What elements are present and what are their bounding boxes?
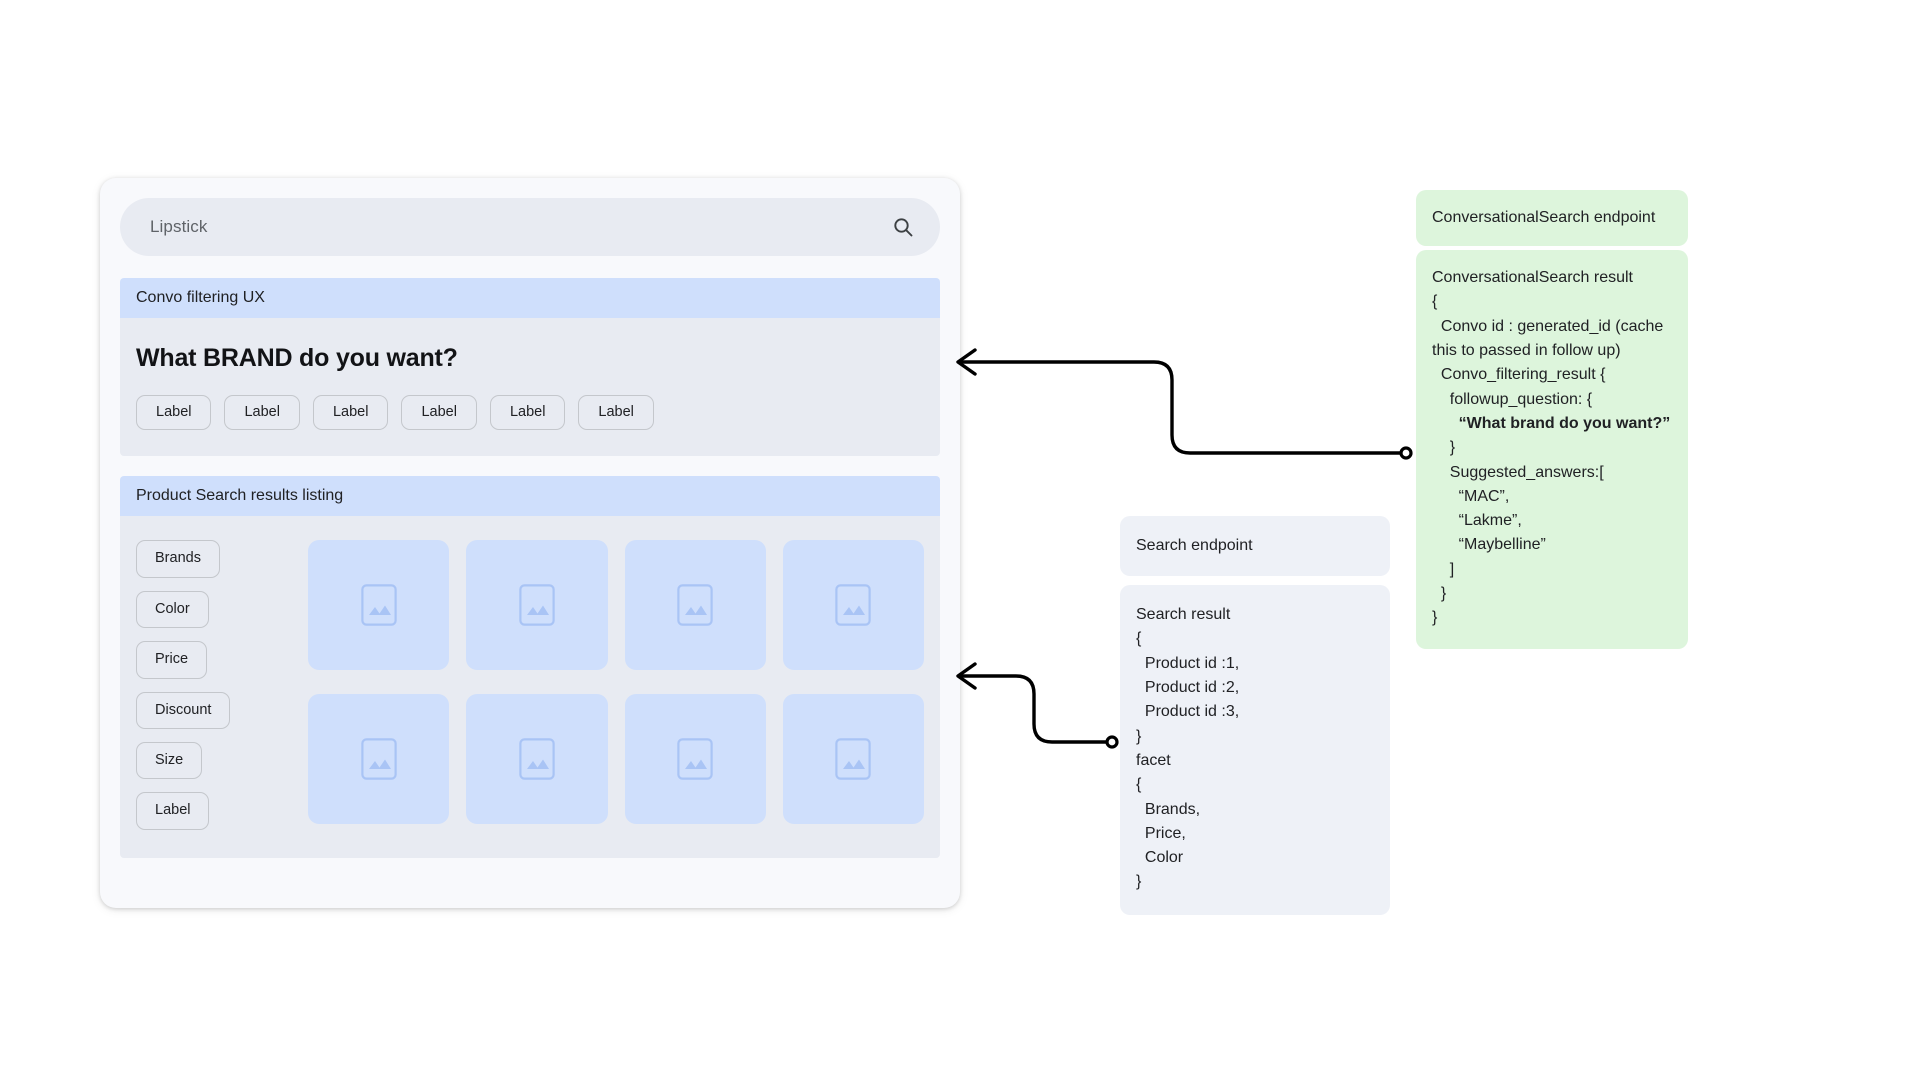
code-line: facet	[1136, 751, 1171, 769]
product-grid	[302, 540, 924, 829]
code-line: “Maybelline”	[1432, 536, 1546, 554]
image-placeholder-icon	[360, 738, 397, 780]
image-placeholder-icon	[360, 584, 397, 627]
code-line: ConversationalSearch result	[1432, 269, 1633, 286]
facet-chip-size[interactable]: Size	[136, 741, 203, 780]
product-card[interactable]	[782, 540, 924, 671]
panel-title: Search endpoint	[1136, 537, 1253, 554]
code-line: {	[1136, 776, 1142, 794]
code-line: Search result	[1136, 606, 1231, 623]
facet-chip-brands[interactable]: Brands	[136, 540, 220, 578]
followup-question: What BRAND do you want?	[136, 344, 458, 372]
conversational-search-result-panel: ConversationalSearch result { Convo id : …	[1416, 250, 1688, 649]
image-placeholder-icon	[835, 584, 872, 627]
code-line: ]	[1432, 560, 1455, 578]
conversational-search-endpoint-panel: ConversationalSearch endpoint	[1416, 190, 1688, 247]
code-line: Product id :2,	[1136, 678, 1240, 696]
code-line: Product id :3,	[1136, 703, 1240, 721]
product-card[interactable]	[782, 694, 924, 825]
product-card[interactable]	[624, 694, 766, 825]
code-line: “MAC”,	[1432, 487, 1510, 505]
suggested-answer-chip[interactable]: Label	[312, 395, 389, 431]
suggested-answer-chip[interactable]: Label	[578, 395, 654, 431]
facet-filter-list: Brands Color Price Discount Size Label	[136, 540, 286, 830]
product-results-section: Product Search results listing Brands Co…	[120, 476, 940, 858]
code-line: Brands,	[1136, 800, 1201, 818]
suggested-answer-chip[interactable]: Label	[489, 395, 566, 431]
panel-title: ConversationalSearch endpoint	[1432, 209, 1656, 226]
app-mockup-card: Lipstick Convo filtering UX What BRAND d…	[100, 178, 960, 908]
results-section-body: Brands Color Price Discount Size Label	[120, 516, 940, 858]
code-line: }	[1432, 439, 1456, 457]
image-placeholder-icon	[835, 738, 872, 780]
facet-chip-price[interactable]: Price	[136, 641, 208, 679]
facet-chip-label[interactable]: Label	[136, 792, 210, 830]
code-line: {	[1432, 293, 1438, 311]
product-card[interactable]	[466, 694, 608, 825]
code-line: }	[1136, 873, 1142, 891]
image-placeholder-icon	[677, 584, 713, 627]
convo-section-body: What BRAND do you want? Label Label Labe…	[120, 318, 940, 457]
results-section-header: Product Search results listing	[120, 476, 940, 517]
code-line: Color	[1136, 849, 1184, 867]
search-endpoint-panel: Search endpoint	[1120, 516, 1390, 577]
code-line: {	[1136, 630, 1142, 648]
product-card[interactable]	[308, 540, 450, 671]
search-icon[interactable]	[892, 216, 914, 238]
code-line: Convo_filtering_result {	[1432, 366, 1606, 384]
code-line: Suggested_answers:[	[1432, 463, 1604, 481]
image-placeholder-icon	[519, 738, 555, 780]
code-line: “What brand do you want?”	[1432, 414, 1671, 432]
connector-conversational	[956, 348, 1413, 460]
search-bar[interactable]: Lipstick	[120, 198, 940, 256]
code-line: “Lakme”,	[1432, 512, 1522, 530]
product-card[interactable]	[308, 694, 450, 825]
facet-chip-discount[interactable]: Discount	[136, 691, 231, 729]
product-card[interactable]	[624, 540, 766, 671]
suggested-answer-chip[interactable]: Label	[224, 395, 300, 431]
convo-filtering-section: Convo filtering UX What BRAND do you wan…	[120, 278, 940, 457]
code-line: Product id :1,	[1136, 654, 1240, 672]
suggested-answer-chip[interactable]: Label	[401, 395, 477, 431]
code-line: followup_question: {	[1432, 390, 1593, 408]
suggested-answer-chip[interactable]: Label	[136, 395, 212, 431]
convo-section-header: Convo filtering UX	[120, 278, 940, 318]
image-placeholder-icon	[677, 738, 713, 780]
search-input[interactable]: Lipstick	[150, 217, 208, 236]
facet-chip-color[interactable]: Color	[136, 590, 209, 629]
code-line: }	[1432, 585, 1447, 603]
code-line: }	[1136, 727, 1142, 745]
code-line: Convo id : generated_id (cache this to p…	[1432, 317, 1668, 359]
search-result-panel: Search result { Product id :1, Product id…	[1120, 585, 1390, 915]
image-placeholder-icon	[519, 584, 555, 627]
suggested-answer-chips: Label Label Label Label Label Label	[136, 395, 924, 431]
connector-search	[956, 662, 1119, 749]
code-line: }	[1432, 609, 1438, 627]
product-card[interactable]	[466, 540, 608, 671]
code-line: Price,	[1136, 824, 1186, 842]
